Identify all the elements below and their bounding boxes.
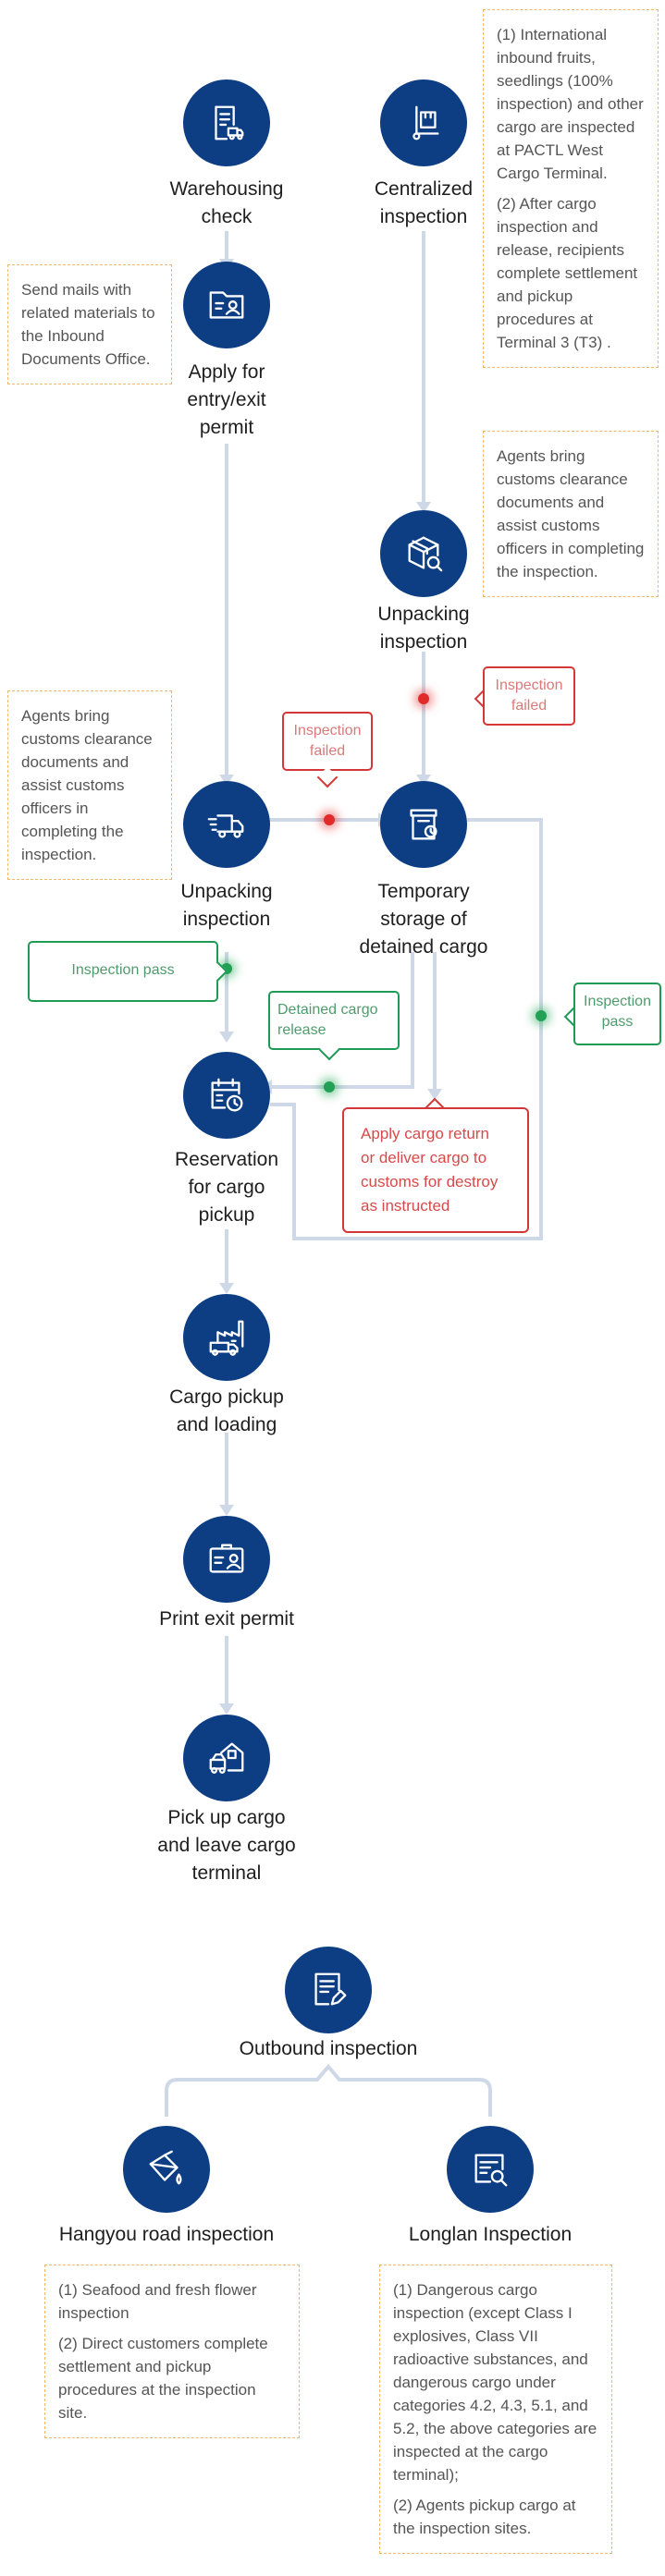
longlan-inspection-node[interactable]	[447, 2126, 534, 2213]
longlan-note: (1) Dangerous cargo inspection (except C…	[379, 2265, 612, 2554]
centralized-note-1: (1) International inbound fruits, seedli…	[497, 26, 644, 182]
return-or-destroy-box: Apply cargo return or deliver cargo to c…	[342, 1107, 529, 1233]
arrowhead	[427, 1089, 442, 1100]
leave-terminal-label: Pick up cargo and leave cargo terminal	[157, 1807, 296, 1884]
pass-dot-right	[536, 1010, 547, 1021]
factory-truck-icon	[209, 1320, 244, 1356]
document-edit-icon	[314, 1972, 347, 2006]
reservation-node[interactable]	[183, 1052, 270, 1139]
hangyou-inspection-label: Hangyou road inspection	[58, 2224, 275, 2245]
unpacking-inspection-top-node[interactable]	[380, 510, 467, 597]
line-detained-release	[270, 952, 414, 1089]
reservation-label: Reservation for cargo pickup	[174, 1149, 279, 1226]
outbound-inspection-title: Outbound inspection	[239, 2038, 418, 2059]
print-permit-node[interactable]	[183, 1516, 270, 1603]
send-mails-text: Send mails with related materials to the…	[21, 281, 155, 368]
package-hand-icon	[413, 105, 439, 140]
unpacking-inspection-left-node[interactable]	[183, 781, 270, 868]
arrowhead	[219, 1283, 234, 1294]
calendar-clock-icon	[211, 1078, 243, 1112]
agents-note-top: Agents bring customs clearance documents…	[483, 431, 659, 597]
truck-home-icon	[209, 1742, 244, 1774]
arrowhead	[416, 775, 431, 786]
agents-left-text: Agents bring customs clearance documents…	[21, 707, 153, 863]
arrowhead	[219, 775, 234, 786]
pickup-loading-node[interactable]	[183, 1294, 270, 1381]
paint-bucket-icon	[149, 2150, 182, 2185]
hangyou-note-1: (1) Seafood and fresh flower inspection	[58, 2281, 257, 2322]
storage-box-icon	[410, 809, 437, 840]
apply-permit-label: Apply for entry/exit permit	[187, 361, 266, 438]
centralized-inspection-note: (1) International inbound fruits, seedli…	[483, 9, 659, 368]
longlan-note-2: (2) Agents pickup cargo at the inspectio…	[393, 2497, 576, 2537]
delivery-truck-icon	[207, 814, 244, 838]
inspection-pass-tag-left: Inspection pass	[28, 941, 218, 1002]
arrowhead	[219, 1505, 234, 1516]
centralized-inspection-node[interactable]	[380, 79, 467, 166]
hangyou-note: (1) Seafood and fresh flower inspection …	[44, 2265, 300, 2438]
unpacking-inspection-left-label: Unpacking inspection	[180, 881, 273, 930]
release-dot	[324, 1081, 335, 1093]
warehousing-check-node[interactable]	[183, 79, 270, 166]
pickup-loading-label: Cargo pickup and loading	[169, 1386, 284, 1435]
hangyou-note-2: (2) Direct customers complete settlement…	[58, 2335, 268, 2422]
box-search-icon	[408, 536, 443, 572]
unpacking-inspection-top-label: Unpacking inspection	[377, 604, 470, 653]
document-search-icon	[474, 2154, 508, 2187]
detained-release-tag: Detained cargo release	[268, 991, 400, 1050]
agents-note-left: Agents bring customs clearance documents…	[7, 690, 172, 880]
hangyou-inspection-node[interactable]	[123, 2126, 210, 2213]
centralized-note-2: (2) After cargo inspection and release, …	[497, 195, 638, 351]
leave-terminal-node[interactable]	[183, 1715, 270, 1801]
fail-dot-top	[418, 693, 429, 704]
warehousing-check-label: Warehousing check	[169, 178, 284, 227]
print-permit-label: Print exit permit	[159, 1608, 294, 1630]
id-folder-icon	[209, 291, 244, 319]
arrowhead	[416, 502, 431, 513]
centralized-inspection-label: Centralized inspection	[374, 178, 474, 227]
inspection-failed-tag-mid: Inspection failed	[282, 712, 373, 771]
id-card-icon	[209, 1544, 244, 1573]
inspection-pass-tag-right: Inspection pass	[573, 983, 661, 1045]
apply-permit-node[interactable]	[183, 262, 270, 348]
agents-top-text: Agents bring customs clearance documents…	[497, 447, 645, 580]
send-mails-note: Send mails with related materials to the…	[7, 264, 172, 385]
longlan-inspection-label: Longlan Inspection	[408, 2224, 573, 2245]
line-pass-loop	[270, 818, 543, 1240]
arrowhead	[219, 1032, 234, 1043]
fail-dot-mid	[324, 814, 335, 825]
outbound-bracket	[165, 2063, 492, 2117]
longlan-note-1: (1) Dangerous cargo inspection (except C…	[393, 2281, 597, 2484]
inspection-failed-tag-top: Inspection failed	[483, 666, 575, 726]
temporary-storage-node[interactable]	[380, 781, 467, 868]
document-truck-icon	[215, 105, 244, 140]
temporary-storage-label: Temporary storage of detained cargo	[359, 881, 488, 958]
arrowhead	[219, 1703, 234, 1715]
outbound-inspection-node[interactable]	[285, 1947, 372, 2033]
